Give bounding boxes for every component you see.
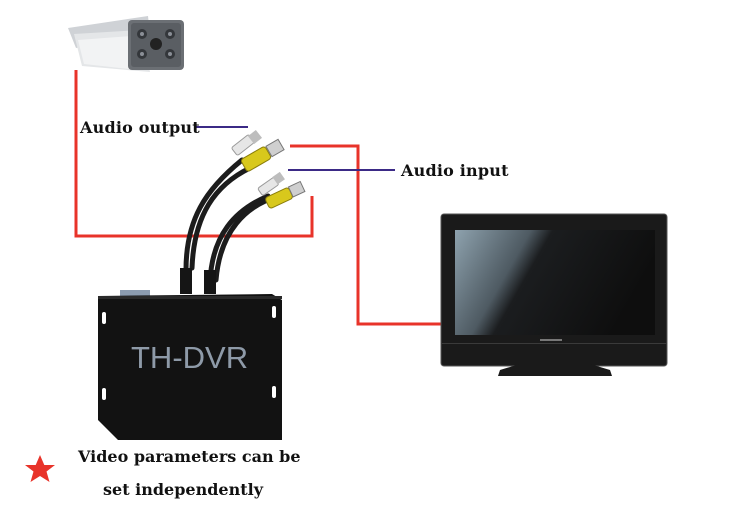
dvr-brand-label: TH-DVR xyxy=(131,340,249,375)
video-line-dvr-to-tv xyxy=(290,144,441,326)
note-line-1: Video parameters can be xyxy=(78,447,301,466)
rca-plug-white-2 xyxy=(257,171,285,196)
tv-monitor xyxy=(440,213,668,376)
audio-input-label: Audio input xyxy=(401,161,509,180)
rca-plug-white-1 xyxy=(231,129,263,156)
note-line-2: set independently xyxy=(103,480,263,499)
audio-output-label: Audio output xyxy=(80,118,200,137)
rca-plug-yellow-2 xyxy=(265,180,306,209)
camera-icon xyxy=(68,16,184,72)
star-icon xyxy=(25,455,55,482)
av-cable xyxy=(183,157,283,285)
rca-plug-yellow-1 xyxy=(240,138,285,172)
dvr-device xyxy=(98,268,282,440)
